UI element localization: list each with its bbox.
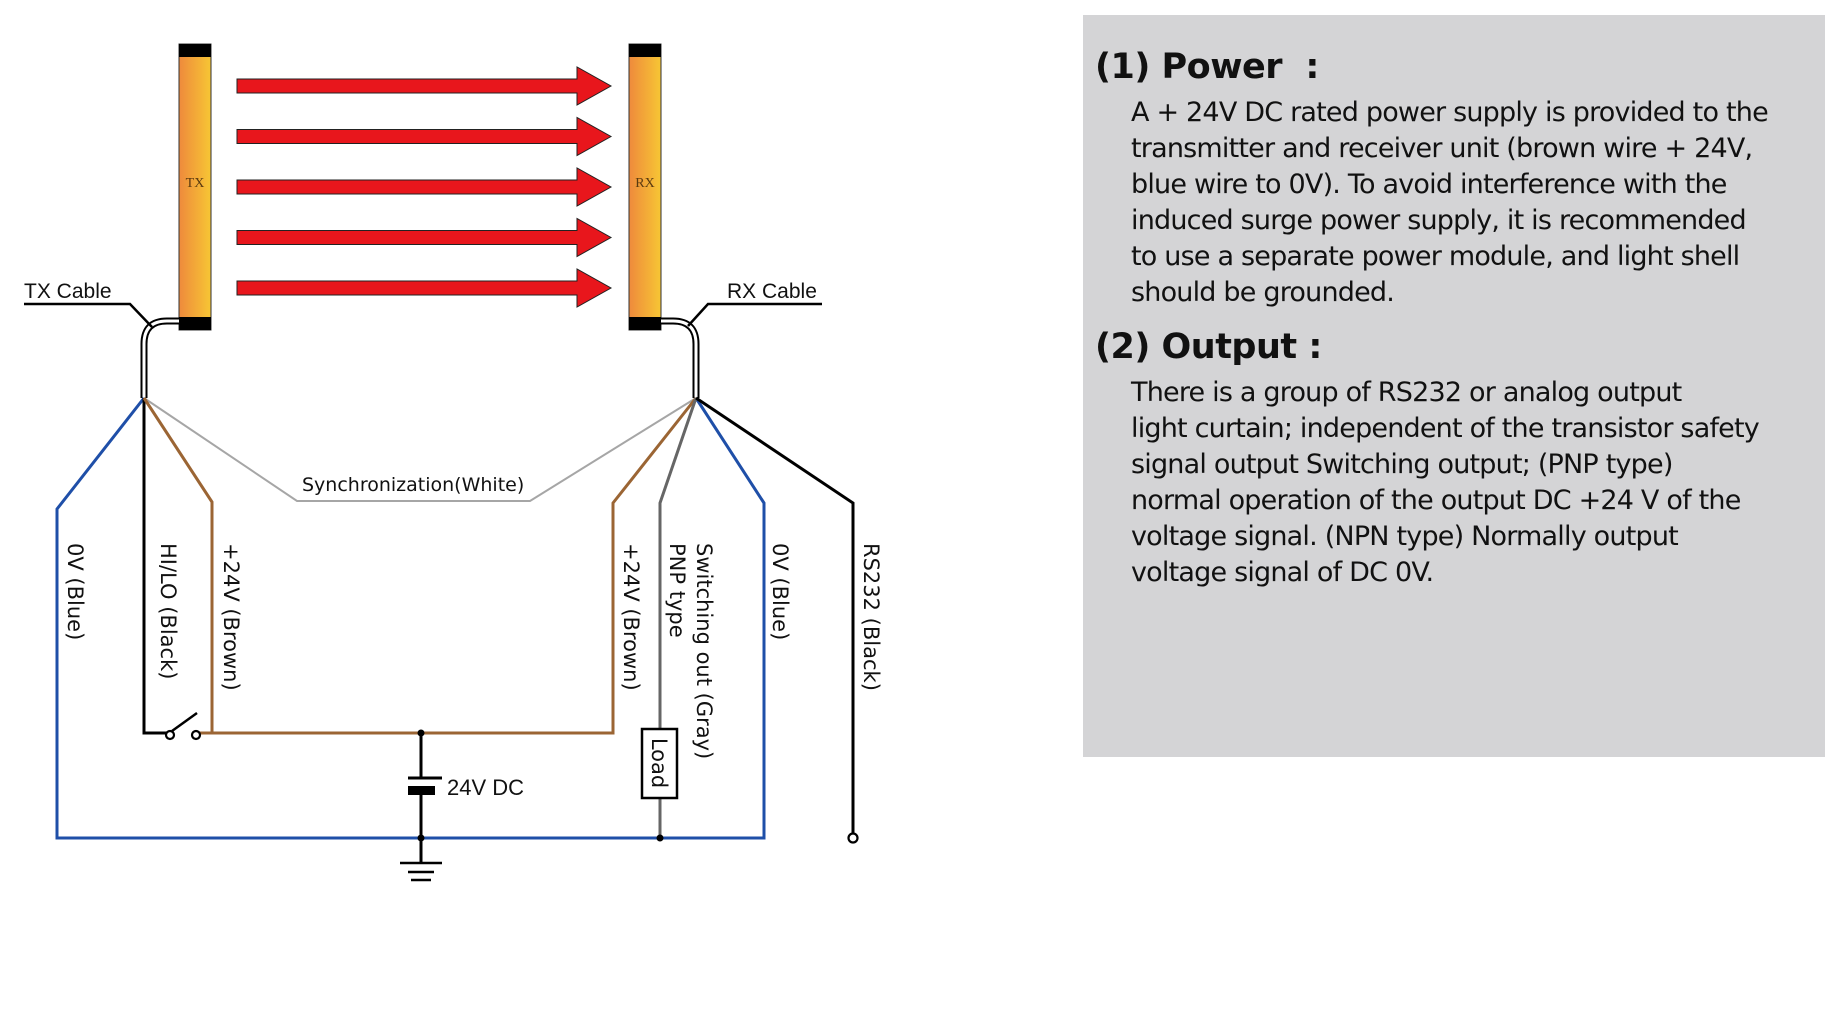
output-line: light curtain; independent of the transi… [1131, 413, 1760, 444]
beam-arrow [236, 217, 613, 258]
rx-gray-wire [658, 397, 698, 729]
rx-gray-label-1: Switching out (Gray) [692, 543, 716, 759]
rx-brown-label: +24V (Brown) [619, 543, 643, 691]
output-section-body: There is a group of RS232 or analog outp… [1131, 375, 1825, 591]
rx-cable [661, 317, 700, 398]
description-panel: (1) Power : A + 24V DC rated power suppl… [1083, 15, 1825, 757]
tx-cable-label: TX Cable [24, 280, 112, 303]
beam-arrow [236, 268, 613, 308]
load-box: Load [640, 727, 679, 800]
tx-label: TX [186, 176, 205, 191]
supply-label: 24V DC [447, 775, 524, 800]
tx-emitter-bar: TX [178, 43, 212, 331]
rx-blue-label: 0V (Blue) [768, 543, 792, 640]
dc-supply: 24V DC [408, 729, 524, 863]
tx-blue-label: 0V (Blue) [63, 543, 87, 640]
tx-brown-label: +24V (Brown) [219, 543, 243, 691]
junction-dot [656, 834, 664, 842]
rx-cable-callout: RX Cable [687, 280, 822, 327]
output-section-title: (2) Output : [1095, 327, 1322, 367]
sync-label: Synchronization(White) [302, 474, 524, 496]
tx-black-label: HI/LO (Black) [156, 543, 180, 679]
load-label: Load [647, 738, 671, 788]
rs232-terminal [847, 832, 859, 844]
output-line: voltage signal. (NPN type) Normally outp… [1131, 521, 1679, 552]
hilo-switch[interactable] [164, 711, 202, 741]
beam-arrow [236, 66, 613, 106]
tx-black-wire [142, 398, 168, 735]
power-line: A + 24V DC rated power supply is provide… [1131, 97, 1769, 128]
sync-wire: Synchronization(White) [143, 397, 697, 502]
rx-black-label: RS232 (Black) [859, 543, 883, 691]
output-line: signal output Switching output; (PNP typ… [1131, 449, 1673, 480]
tx-blue-wire [55, 397, 766, 840]
output-line: voltage signal of DC 0V. [1131, 557, 1434, 588]
beam-arrow [236, 167, 613, 207]
beam-arrow [236, 116, 613, 157]
power-section-title: (1) Power : [1095, 47, 1319, 87]
tx-brown-wire [142, 397, 698, 735]
light-beams [236, 66, 613, 308]
ground-icon [400, 861, 442, 882]
power-line: to use a separate power module, and ligh… [1131, 241, 1740, 272]
tx-cable-callout: TX Cable [24, 280, 153, 328]
rx-cable-label: RX Cable [727, 280, 817, 303]
rx-gray-label-2: PNP type [665, 543, 689, 638]
tx-cable [140, 317, 179, 398]
output-line: There is a group of RS232 or analog outp… [1131, 377, 1682, 408]
rx-rs232-wire [695, 396, 855, 833]
power-line: induced surge power supply, it is recomm… [1131, 205, 1747, 236]
output-line: normal operation of the output DC +24 V … [1131, 485, 1741, 516]
power-line: should be grounded. [1131, 277, 1395, 308]
rx-label: RX [635, 176, 654, 191]
power-section-body: A + 24V DC rated power supply is provide… [1131, 95, 1825, 311]
power-line: blue wire to 0V). To avoid interference … [1131, 169, 1727, 200]
power-line: transmitter and receiver unit (brown wir… [1131, 133, 1753, 164]
rx-receiver-bar: RX [628, 43, 662, 331]
